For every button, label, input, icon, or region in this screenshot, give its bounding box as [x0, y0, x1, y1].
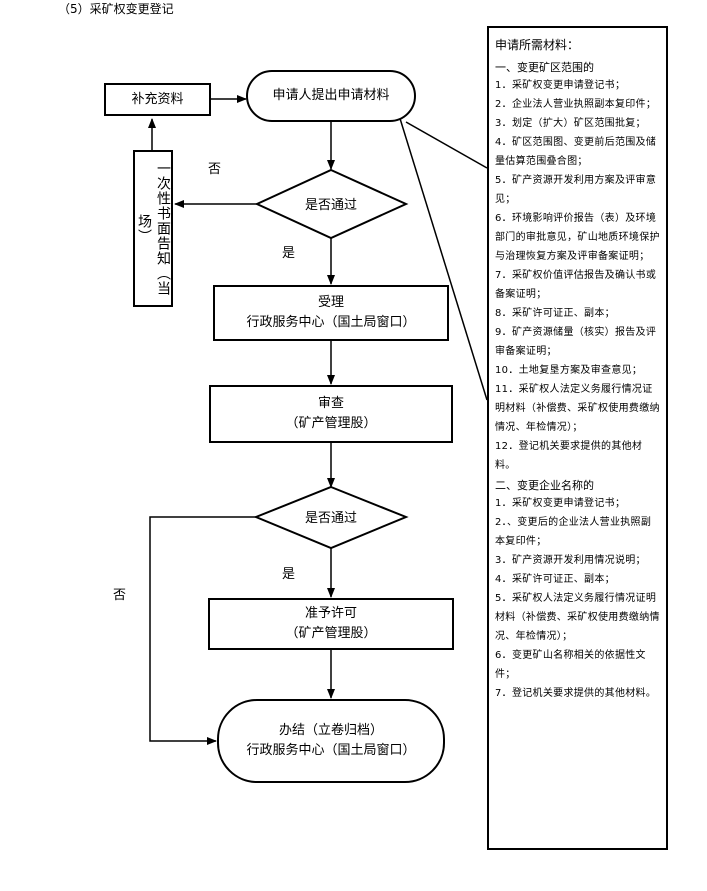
decision-1-label: 是否通过: [304, 198, 357, 213]
materials-item: 2．、变更后的企业法人营业执照副本复印件；: [495, 517, 652, 547]
materials-item: 7．采矿权价值评估报告及确认书或备案证明；: [495, 270, 657, 300]
materials-item: 8．采矿许可证正、副本；: [495, 308, 615, 319]
supplement-node: 补充资料: [104, 83, 211, 116]
review-node: 审查 （矿产管理股）: [209, 385, 453, 443]
materials-item: 10．土地复垦方案及审查意见；: [495, 365, 643, 376]
permit-line-2: （矿产管理股）: [285, 626, 377, 641]
start-label: 申请人提出申请材料: [272, 88, 390, 103]
review-line-2: （矿产管理股）: [285, 416, 377, 431]
permit-node: 准予许可 （矿产管理股）: [208, 598, 454, 650]
materials-item: 12．登记机关要求提供的其他材料。: [495, 441, 643, 471]
materials-list-1: 1．采矿权变更申请登记书； 2．企业法人营业执照副本复印件； 3．划定（扩大）矿区范…: [495, 76, 661, 475]
accept-line-2: 行政服务中心（国土局窗口）: [246, 315, 416, 330]
materials-heading: 申请所需材料：: [495, 38, 580, 52]
yes-label-2: 是: [282, 567, 296, 582]
decision-1-shape: [254, 168, 409, 240]
materials-item: 5．矿产资源开发利用方案及评审意见；: [495, 175, 657, 205]
permit-line-1: 准予许可: [304, 606, 357, 621]
materials-item: 1．采矿权变更申请登记书；: [495, 80, 626, 91]
review-line-1: 审查: [317, 396, 344, 411]
supplement-label: 补充资料: [131, 91, 184, 107]
end-line-1: 办结（立卷归档）: [278, 723, 383, 738]
start-node: 申请人提出申请材料: [246, 70, 416, 122]
accept-line-1: 受理: [317, 295, 344, 310]
materials-item: 6．变更矿山名称相关的依据性文件；: [495, 650, 646, 680]
page-title: （5）采矿权变更登记: [58, 2, 174, 16]
end-line-2: 行政服务中心（国土局窗口）: [246, 743, 416, 758]
materials-item: 7．登记机关要求提供的其他材料。: [495, 688, 657, 699]
end-node: 办结（立卷归档） 行政服务中心（国土局窗口）: [217, 699, 445, 783]
materials-list-2: 1．采矿权变更申请登记书； 2．、变更后的企业法人营业执照副本复印件； 3．矿产资源…: [495, 494, 661, 703]
materials-item: 6．环境影响评价报告（表）及环境部门的审批意见，矿山地质环境保护与治理恢复方案及…: [495, 213, 660, 262]
materials-item: 4．矿区范围图、变更前后范围及储量估算范围叠合图；: [495, 137, 657, 167]
materials-item: 9．矿产资源储量（核实）报告及评审备案证明；: [495, 327, 657, 357]
materials-item: 11．采矿权人法定义务履行情况证明材料（补偿费、采矿权使用费缴纳情况、年检情况）…: [495, 384, 660, 433]
no-label-2: 否: [113, 588, 127, 603]
materials-item: 4．采矿许可证正、副本；: [495, 574, 615, 585]
materials-item: 1．采矿权变更申请登记书；: [495, 498, 626, 509]
no-label-1: 否: [208, 162, 222, 177]
decision-2-shape: [253, 485, 409, 550]
notice-label: 一次性书面告知（当场）: [136, 161, 171, 296]
materials-item: 3．划定（扩大）矿区范围批复；: [495, 118, 646, 129]
materials-item: 3．矿产资源开发利用情况说明；: [495, 555, 646, 566]
yes-label-1: 是: [282, 246, 296, 261]
materials-item: 5．采矿权人法定义务履行情况证明材料（补偿费、采矿权使用费缴纳情况、年检情况）；: [495, 593, 660, 642]
notice-node: 一次性书面告知（当场）: [133, 150, 173, 307]
materials-section-2: 二、变更企业名称的: [495, 479, 594, 492]
decision-2-label: 是否通过: [304, 511, 357, 526]
accept-node: 受理 行政服务中心（国土局窗口）: [213, 285, 449, 341]
materials-section-1: 一、变更矿区范围的: [495, 61, 594, 74]
materials-panel: 申请所需材料： 一、变更矿区范围的 1．采矿权变更申请登记书； 2．企业法人营业执…: [487, 26, 668, 850]
materials-item: 2．企业法人营业执照副本复印件；: [495, 99, 657, 110]
